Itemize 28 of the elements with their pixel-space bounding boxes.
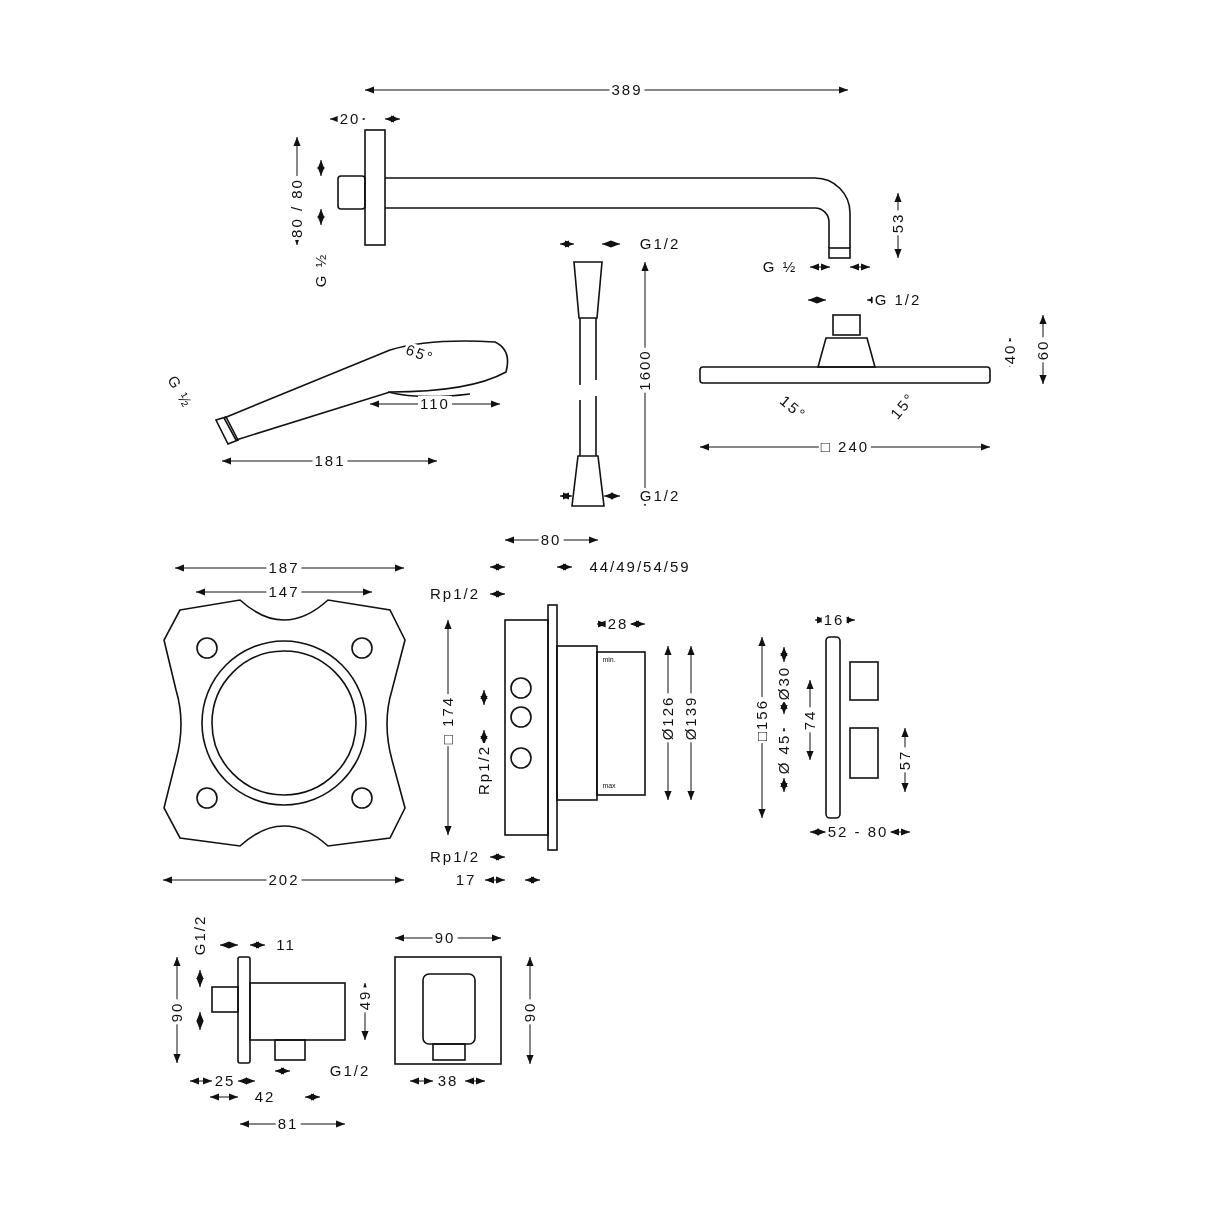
dimension-label: 16	[821, 612, 847, 628]
dimension-label: 389	[609, 82, 645, 98]
dimension-label: 80 / 80	[289, 176, 305, 240]
dimension-label: 1600	[637, 347, 653, 393]
dimension-label: 60	[1035, 337, 1051, 363]
dimension-label: □156	[754, 696, 770, 744]
dimension-label: □ 240	[818, 439, 872, 455]
dimension-label: Rp1/2	[476, 743, 492, 797]
dimension-label: 80	[538, 532, 564, 548]
dimension-label: 110	[418, 396, 452, 412]
dimension-label: 20	[337, 111, 363, 127]
dimension-label: 147	[266, 584, 302, 600]
dimension-label: 187	[266, 560, 302, 576]
dimension-label: 49	[357, 987, 373, 1013]
dimension-label: Ø126	[660, 693, 676, 743]
dimension-label: 181	[312, 453, 348, 469]
dimension-label: 74	[802, 707, 818, 733]
dimension-label: Ø139	[683, 693, 699, 743]
dimension-label: 40	[1002, 341, 1018, 367]
dimension-label: 57	[897, 747, 913, 773]
dimension-label: 90	[432, 930, 458, 946]
dimension-label: 90	[169, 999, 185, 1025]
dimension-label: 202	[266, 872, 302, 888]
dimension-label: 53	[890, 210, 906, 236]
dimension-label: 81	[275, 1116, 301, 1132]
dimension-label: □ 174	[440, 693, 456, 747]
dimension-label: Ø 45	[776, 731, 792, 777]
dimension-label: 90	[522, 999, 538, 1025]
